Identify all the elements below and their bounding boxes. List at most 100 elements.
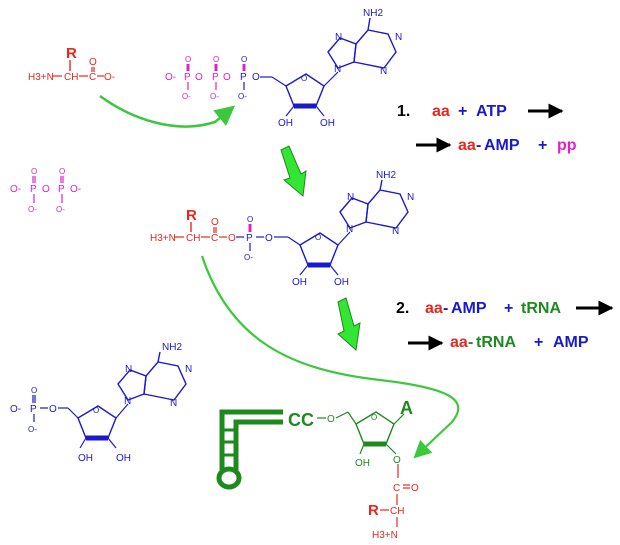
eq1-atp: ATP <box>476 103 507 120</box>
atp-o-top-2: O <box>213 55 219 64</box>
amp-p: P <box>30 404 37 415</box>
atp-adenine-labels: N N N N NH2 <box>334 8 402 77</box>
atp-nh2: NH2 <box>363 8 383 19</box>
carbonyl-oxygen-label: O <box>89 57 97 68</box>
amp-n3: N <box>170 398 177 409</box>
pp-o-top-1: O <box>31 167 37 176</box>
aa-amp-adenine <box>339 179 409 229</box>
aa-amp-amino-acid-part: R H3+N CH C O O <box>150 207 236 244</box>
aa-amp-phosphate: P O O- O <box>236 215 288 262</box>
aa-amp-ribose <box>287 231 351 276</box>
atp-p-alpha: P <box>240 72 247 83</box>
trna-aa-carbon: C <box>393 483 400 494</box>
aa-amp-ribose-labels: O OH OH <box>292 233 349 288</box>
amp-o-minus: O- <box>10 404 21 415</box>
pp-o-bottom-1: O- <box>28 205 37 214</box>
trna-2-oh: OH <box>355 458 370 469</box>
eq1-product-pp: pp <box>557 137 577 154</box>
aa-amp-n1: N <box>407 192 414 203</box>
equation-1: 1. aa + ATP aa - AMP + pp <box>397 103 577 154</box>
aa-amp-5-oxygen: O <box>265 233 273 244</box>
amp-3-oh: OH <box>116 453 131 464</box>
amp-ribose-labels: O OH OH <box>78 406 131 464</box>
trna-terminal-ribose <box>347 411 405 478</box>
trna-aminoacyl-group: C O R CH H3+N <box>368 483 419 541</box>
eq2-plus: + <box>504 300 513 317</box>
amine-label: H3+N <box>28 72 54 83</box>
atp-o-bridge-1: O <box>195 72 203 83</box>
amp-n7: N <box>125 364 132 375</box>
trna-3-oxygen: O <box>393 455 401 466</box>
aa-amp-alpha-carbon: CH <box>186 233 200 244</box>
eq1-product-aa: aa <box>458 137 476 154</box>
aa-amp-amine: H3+N <box>150 233 176 244</box>
atp-ribose-labels: O OH OH <box>278 74 335 129</box>
pp-p-2: P <box>58 184 65 195</box>
eq1-number: 1. <box>397 103 410 120</box>
amp-5-oxygen: O <box>49 404 57 415</box>
atp-o-bridge-3: O <box>252 72 260 83</box>
aa-amp-2-oh: OH <box>292 277 307 288</box>
atp-3-oh: OH <box>320 118 335 129</box>
atp-o-bottom-1: O- <box>182 92 191 101</box>
amp-ribose <box>67 403 129 449</box>
atp-n7: N <box>335 32 342 43</box>
pp-o-bottom-2: O- <box>56 205 65 214</box>
amp-phosphate: O- P O O- O <box>10 386 68 434</box>
amp-adenine <box>117 351 187 401</box>
trna-labels: CC O <box>288 410 349 430</box>
amp-o-top: O <box>31 386 37 395</box>
atp-o-top-3: O <box>241 55 247 64</box>
trna-aa-r-group: R <box>368 502 379 519</box>
step-arrow-1 <box>280 145 307 197</box>
atp-n1: N <box>395 32 402 43</box>
alpha-carbon-label: CH <box>64 72 78 83</box>
amp-n1: N <box>185 364 192 375</box>
aa-amp-r-group: R <box>186 207 197 224</box>
atp-o-bridge-2: O <box>223 72 231 83</box>
aa-trna-molecule: CC O O OH A O C O R CH <box>216 398 419 541</box>
trna-aa-amine: H3+N <box>372 530 398 541</box>
pp-o-top-2: O <box>59 167 65 176</box>
eq2-amp: AMP <box>451 300 487 317</box>
atp-p-beta: P <box>212 72 219 83</box>
aa-amp-carbonyl-carbon: C <box>211 233 218 244</box>
atp-molecule: O- P O P O O O O- O- P O O O- <box>165 8 402 129</box>
trna-cloverleaf <box>216 409 283 490</box>
atp-o-bottom-2: O- <box>210 92 219 101</box>
trna-ring-oxygen: O <box>371 413 377 422</box>
atp-alpha-phosphate: P O O O- <box>238 55 272 101</box>
trna-adenosine-a: A <box>400 398 413 418</box>
aa-to-trna-curved-arrow <box>200 255 460 459</box>
carboxylate-oxygen-label: O- <box>104 72 115 83</box>
aa-amp-3-oh: OH <box>334 277 349 288</box>
atp-o-minus-1: O- <box>165 72 176 83</box>
aa-amp-nh2: NH2 <box>376 170 396 181</box>
aa-amp-ring-oxygen: O <box>315 233 321 242</box>
atp-n3: N <box>380 66 387 77</box>
atp-o-bottom-3: O- <box>238 92 247 101</box>
aa-amp-n9: N <box>346 224 353 235</box>
pp-o-minus-left: O- <box>10 184 21 195</box>
pp-o-minus-right: O- <box>70 184 81 195</box>
aa-amp-p: P <box>246 233 253 244</box>
atp-ring-oxygen: O <box>301 74 307 83</box>
r-group-label: R <box>66 45 77 62</box>
amp-ring-oxygen: O <box>93 406 99 415</box>
atp-o-top-1: O <box>185 55 191 64</box>
trna-ribose-labels: O OH A O <box>355 398 413 469</box>
amp-molecule: O- P O O- O O OH OH <box>10 342 192 464</box>
pyrophosphate-molecule: O- P O P O- O O O- O- <box>10 167 81 214</box>
eq1-aa: aa <box>432 103 450 120</box>
aa-amp-n7: N <box>347 192 354 203</box>
trna-cc-end: CC <box>288 410 314 430</box>
eq1-plus: + <box>458 103 467 120</box>
aa-amp-adenine-labels: N N N N NH2 <box>346 170 414 237</box>
amp-o-bottom: O- <box>28 425 37 434</box>
eq1-product-dash: - <box>476 137 481 154</box>
eq1-product-plus: + <box>538 137 547 154</box>
step-arrow-2 <box>337 297 361 351</box>
eq2-product-plus: + <box>534 334 543 351</box>
pp-p-1: P <box>30 184 37 195</box>
